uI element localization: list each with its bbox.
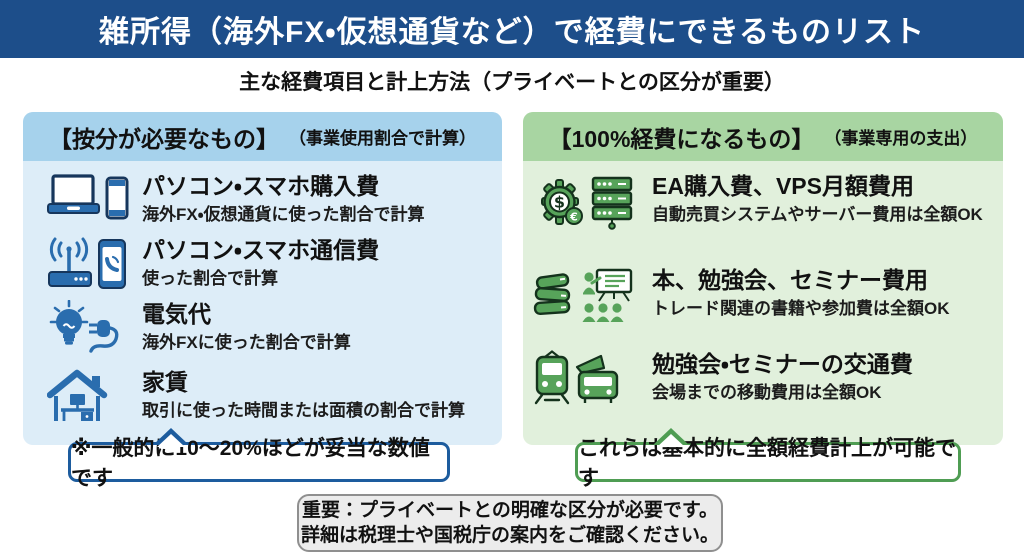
list-item-books-seminar: 本、勉強会、セミナー費用 トレード関連の書籍や参加費は全額OK — [533, 266, 1003, 324]
list-item-ea-vps: $ € — [533, 172, 1003, 230]
wifi-router-phone-icon — [47, 236, 129, 292]
apportioned-card-header: 【按分が必要なもの】 （事業使用割合で計算） — [23, 112, 502, 161]
full-card-note: （事業専用の支出） — [824, 129, 978, 148]
item-title: 電気代 — [142, 301, 211, 327]
title-banner: 雑所得（海外FX・仮想通貨など）で経費にできるものリスト — [0, 0, 1024, 58]
full-card-header: 【100%経費になるもの】 （事業専用の支出） — [523, 112, 1003, 161]
item-desc: 会場までの移動費用は全額OK — [652, 382, 882, 402]
apportioned-card-note: （事業使用割合で計算） — [289, 129, 476, 148]
list-item-transport: 勉強会・セミナーの交通費 会場までの移動費用は全額OK — [533, 350, 1003, 408]
train-bus-icon — [533, 350, 639, 408]
list-item-electricity: 電気代 海外FXに使った割合で計算 — [47, 300, 502, 356]
lightbulb-plug-icon — [47, 300, 129, 356]
svg-text:$: $ — [554, 193, 565, 212]
list-item-pc-communication: パソコン・スマホ通信費 使った割合で計算 — [47, 236, 502, 292]
item-title: パソコン・スマホ購入費 — [142, 173, 380, 199]
laptop-smartphone-icon — [47, 172, 129, 228]
house-desk-icon — [47, 368, 129, 424]
apportioned-card-title: 【按分が必要なもの】 — [49, 125, 279, 152]
item-desc: 取引に使った時間または面積の割合で計算 — [142, 400, 465, 420]
item-desc: 使った割合で計算 — [142, 268, 278, 288]
important-note-line1: 重要：プライベートとの明確な区分が必要です。 — [302, 500, 718, 521]
item-desc: 海外FX・仮想通貨に使った割合で計算 — [142, 204, 425, 224]
item-title: 勉強会・セミナーの交通費 — [652, 351, 913, 377]
item-title: 家賃 — [142, 369, 188, 395]
list-item-pc-purchase: パソコン・スマホ購入費 海外FX・仮想通貨に使った割合で計算 — [47, 172, 502, 228]
apportioned-callout: ※一般的に10〜20%ほどが妥当な数値です — [68, 428, 450, 490]
item-title: パソコン・スマホ通信費 — [142, 237, 380, 263]
item-desc: トレード関連の書籍や参加費は全額OK — [652, 298, 950, 318]
books-seminar-icon — [533, 266, 639, 324]
svg-text:€: € — [569, 211, 578, 224]
apportioned-expenses-card: 【按分が必要なもの】 （事業使用割合で計算） パソコン・スマホ購入費 海外FX・… — [23, 112, 502, 445]
important-note-line2: 詳細は税理士や国税庁の案内をご確認ください。 — [300, 525, 719, 546]
full-expenses-card: 【100%経費になるもの】 （事業専用の支出） — [523, 112, 1003, 445]
full-callout: これらは基本的に全額経費計上が可能です — [575, 428, 961, 490]
full-callout-text: これらは基本的に全額経費計上が可能です — [578, 437, 956, 490]
list-item-rent: 家賃 取引に使った時間または面積の割合で計算 — [47, 368, 502, 424]
page-subtitle: 主な経費項目と計上方法（プライベートとの区分が重要） — [239, 71, 785, 94]
full-card-title: 【100%経費になるもの】 — [548, 125, 815, 152]
item-desc: 自動売買システムやサーバー費用は全額OK — [652, 204, 983, 224]
gear-server-icon: $ € — [533, 172, 639, 230]
item-desc: 海外FXに使った割合で計算 — [142, 332, 351, 352]
important-note-box: 重要：プライベートとの明確な区分が必要です。 詳細は税理士や国税庁の案内をご確認… — [297, 494, 723, 552]
item-title: EA購入費、VPS月額費用 — [652, 173, 914, 199]
apportioned-callout-text: ※一般的に10〜20%ほどが妥当な数値です — [71, 437, 430, 490]
item-title: 本、勉強会、セミナー費用 — [652, 267, 928, 293]
page-title: 雑所得（海外FX・仮想通貨など）で経費にできるものリスト — [99, 16, 925, 49]
